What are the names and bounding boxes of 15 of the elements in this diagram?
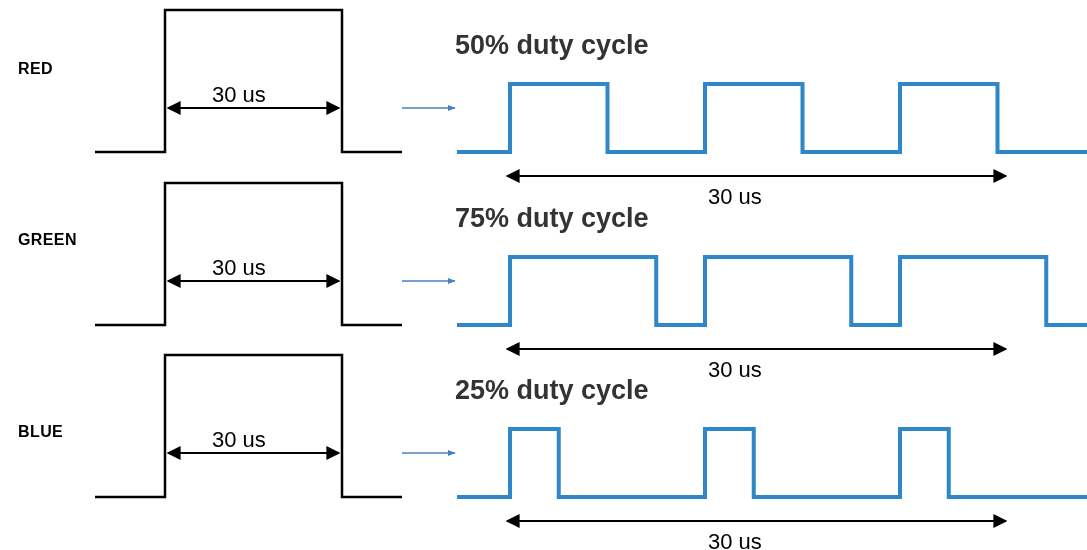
- channel-label: RED: [18, 59, 53, 79]
- dimension-label: 30 us: [708, 186, 762, 208]
- dimension-label: 30 us: [212, 429, 266, 451]
- arrow: [401, 104, 456, 112]
- dimension-label: 30 us: [708, 531, 762, 550]
- dimension-label: 30 us: [212, 257, 266, 279]
- waveform-title: 75% duty cycle: [455, 205, 649, 232]
- arrow: [401, 449, 456, 457]
- channel-label: GREEN: [18, 230, 77, 250]
- waveform-title: 50% duty cycle: [455, 32, 649, 59]
- channel-label: BLUE: [18, 422, 64, 442]
- dimension-label: 30 us: [212, 84, 266, 106]
- dimension-label: 30 us: [708, 359, 762, 381]
- waveform-title: 25% duty cycle: [455, 377, 649, 404]
- arrow: [401, 277, 456, 285]
